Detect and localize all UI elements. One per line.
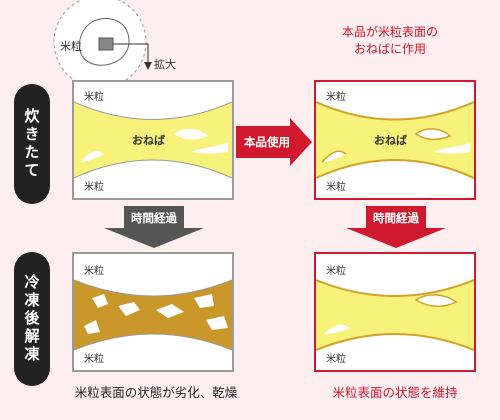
time-arrow-left: [104, 206, 204, 248]
panel-thawed-with-product: 米粒 米粒: [314, 252, 476, 372]
caption-product-effect-line1: 本品が米粒表面の: [341, 25, 438, 39]
row-label-frozen: 冷凍後解凍: [14, 252, 50, 386]
zoom-leader-arrowhead: [144, 62, 152, 70]
crack-6: [206, 316, 228, 330]
product-coating-top: [316, 101, 474, 121]
paste-white-patch: [416, 128, 450, 140]
grain-label-bottom: 米粒: [84, 354, 104, 365]
zoom-area-square: [98, 37, 114, 51]
grain-label-top: 米粒: [84, 266, 104, 277]
paste-layer: [74, 102, 232, 178]
paste-layer: [316, 102, 474, 178]
panel-cooked-before: 米粒 米粒 おねば: [72, 80, 234, 200]
paste-white-patch: [174, 128, 208, 140]
time-label-left: 時間経過: [131, 211, 177, 225]
crack-3: [156, 304, 184, 318]
crack-2: [118, 302, 140, 316]
caption-product-effect-line2: おねばに作用: [353, 42, 426, 56]
paste-label: おねば: [132, 134, 165, 147]
use-product-label: 本品使用: [244, 135, 290, 149]
crack-4: [194, 294, 214, 308]
grain-label-top: 米粒: [326, 92, 346, 103]
product-coating-patch-2: [321, 150, 347, 163]
product-coating-patch: [414, 294, 458, 307]
paste-layer: [316, 280, 474, 350]
grain-label-bottom: 米粒: [84, 182, 104, 193]
grain-edge-top: [74, 101, 232, 120]
product-coating-bottom: [316, 333, 474, 351]
time-arrow-right: [346, 206, 446, 248]
panel-cooked-with-product: 米粒 米粒 おねば: [314, 80, 476, 200]
zoom-enlarge-label: 拡大: [154, 58, 176, 71]
product-coating-top: [316, 279, 474, 297]
product-coating-bottom: [316, 159, 474, 179]
paste-white-patch: [416, 294, 456, 307]
paste-label: おねば: [374, 134, 407, 147]
grain-label-bottom: 米粒: [326, 182, 346, 193]
panel-thawed-without-product: 米粒 米粒: [72, 252, 234, 372]
grain-edge-top: [74, 279, 232, 297]
dried-paste-layer: [74, 280, 232, 350]
paste-white-patch-3: [192, 142, 228, 154]
grain-edge-bottom: [74, 159, 232, 179]
paste-white-patch-2: [322, 151, 346, 162]
caption-degraded: 米粒表面の状態が劣化、乾燥: [74, 385, 238, 400]
crack: [92, 294, 108, 308]
grain-label-top: 米粒: [84, 92, 104, 103]
row-label-cooked: 炊きたて: [14, 84, 50, 204]
caption-product-effect: 本品が米粒表面の おねばに作用: [300, 24, 480, 58]
grain-label-top: 米粒: [326, 266, 346, 277]
zoom-grain-label: 米粒: [60, 40, 82, 53]
paste-white-patch-2: [80, 151, 104, 162]
zoom-illustration: [53, 0, 152, 89]
paste-white-patch-2: [324, 324, 350, 334]
crack-5: [84, 320, 100, 334]
paste-white-patch-3: [434, 142, 470, 154]
zoom-leader-line: [113, 43, 149, 64]
product-coating-patch: [414, 128, 452, 141]
grain-label-bottom: 米粒: [326, 354, 346, 365]
caption-maintained: 米粒表面の状態を維持: [332, 385, 458, 400]
grain-edge-bottom: [74, 333, 232, 351]
use-product-arrow: [236, 118, 312, 166]
time-label-right: 時間経過: [373, 211, 419, 225]
